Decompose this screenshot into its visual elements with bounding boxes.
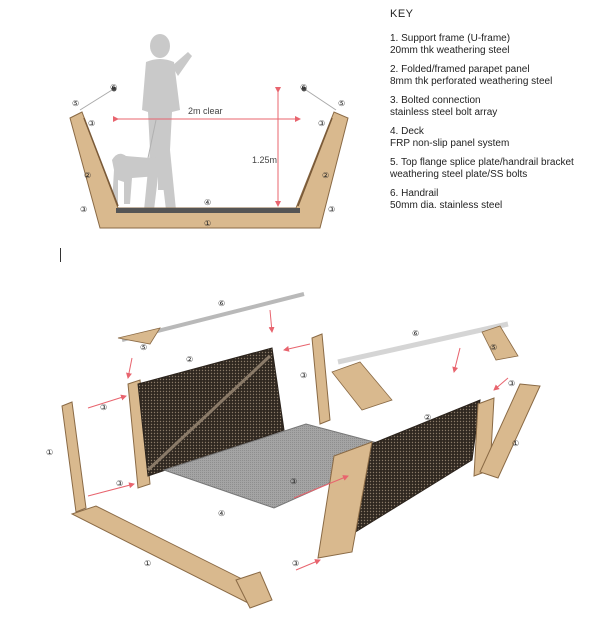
key-item-3-spec: stainless steel bolt array — [390, 107, 498, 118]
key-item-5: 5. Top flange splice plate/handrail brac… — [390, 157, 604, 182]
marker-2-exploded-right: ② — [424, 413, 431, 422]
marker-3-right-top: ③ — [318, 119, 325, 128]
height-label: 1.25m — [252, 155, 277, 165]
clear-width-label: 2m clear — [188, 106, 223, 116]
key-item-5-name: 5. Top flange splice plate/handrail brac… — [390, 156, 574, 168]
key-item-2: 2. Folded/framed parapet panel 8mm thk p… — [390, 64, 604, 89]
key-item-2-spec: 8mm thk perforated weathering steel — [390, 76, 553, 87]
marker-5-right: ⑤ — [338, 99, 345, 108]
marker-3-exploded-left-top: ③ — [100, 403, 107, 412]
marker-2-exploded-left: ② — [186, 355, 193, 364]
marker-6-right: ⑥ — [300, 83, 307, 92]
right-handrail — [337, 321, 509, 365]
marker-3-exploded-left-bottom: ③ — [116, 479, 123, 488]
key-item-1-name: 1. Support frame (U-frame) — [390, 32, 511, 44]
key-item-6-name: 6. Handrail — [390, 187, 439, 199]
key-item-1: 1. Support frame (U-frame) 20mm thk weat… — [390, 33, 604, 58]
marker-1-exploded-right: ① — [512, 439, 519, 448]
marker-5-left: ⑤ — [72, 99, 79, 108]
right-outer-frame — [479, 383, 541, 479]
separator-mark — [60, 248, 61, 262]
marker-3-exploded-right: ③ — [508, 379, 515, 388]
marker-1-exploded-left: ① — [46, 448, 53, 457]
exploded-view: ⑥ ⑥ ⑤ ⑤ ② ② ③ ③ ③ ③ ③ ③ ① ① ① ④ — [46, 292, 541, 609]
marker-2-right: ② — [322, 171, 329, 180]
key-item-6-spec: 50mm dia. stainless steel — [390, 200, 503, 211]
marker-3-exploded-deck: ③ — [290, 477, 297, 486]
key-item-4-name: 4. Deck — [390, 125, 424, 137]
person-figure — [142, 34, 192, 210]
left-panel-post — [127, 379, 151, 489]
marker-4-section: ④ — [204, 198, 211, 207]
key-title: KEY — [390, 8, 414, 20]
marker-5-exploded-right: ⑤ — [490, 343, 497, 352]
key-item-4: 4. Deck FRP non-slip panel system — [390, 126, 604, 151]
base-frame-end — [235, 571, 273, 609]
key-item-3: 3. Bolted connection stainless steel bol… — [390, 95, 604, 120]
dog-figure — [112, 119, 166, 204]
key-item-1-spec: 20mm thk weathering steel — [390, 45, 510, 56]
deck-section — [116, 208, 300, 213]
marker-2-left: ② — [84, 171, 91, 180]
key-item-6: 6. Handrail 50mm dia. stainless steel — [390, 188, 604, 213]
marker-3-exploded-post: ③ — [300, 371, 307, 380]
left-post-front — [61, 401, 87, 513]
key-item-5-spec: weathering steel plate/SS bolts — [390, 169, 528, 180]
left-post-back — [311, 333, 331, 425]
base-frame-beam — [70, 505, 261, 605]
marker-6-left: ⑥ — [110, 83, 117, 92]
marker-3-left-bottom: ③ — [80, 205, 87, 214]
marker-6-exploded-left: ⑥ — [218, 299, 225, 308]
marker-1-exploded-bottom: ① — [144, 559, 151, 568]
marker-3-left-top: ③ — [88, 119, 95, 128]
key-item-3-name: 3. Bolted connection — [390, 94, 481, 106]
marker-3-right-bottom: ③ — [328, 205, 335, 214]
marker-3-exploded-bottom: ③ — [292, 559, 299, 568]
key-legend: KEY 1. Support frame (U-frame) 20mm thk … — [390, 8, 604, 219]
section-view: 2m clear 1.25m ⑥ ⑥ ⑤ ⑤ ③ ③ ② ② ③ ③ ④ ① — [69, 34, 349, 229]
marker-4-exploded: ④ — [218, 509, 225, 518]
right-panel-post — [317, 441, 373, 559]
key-item-2-name: 2. Folded/framed parapet panel — [390, 63, 530, 75]
marker-6-exploded-right: ⑥ — [412, 329, 419, 338]
key-item-4-spec: FRP non-slip panel system — [390, 138, 510, 149]
marker-1-section: ① — [204, 219, 211, 228]
marker-5-exploded-left: ⑤ — [140, 343, 147, 352]
